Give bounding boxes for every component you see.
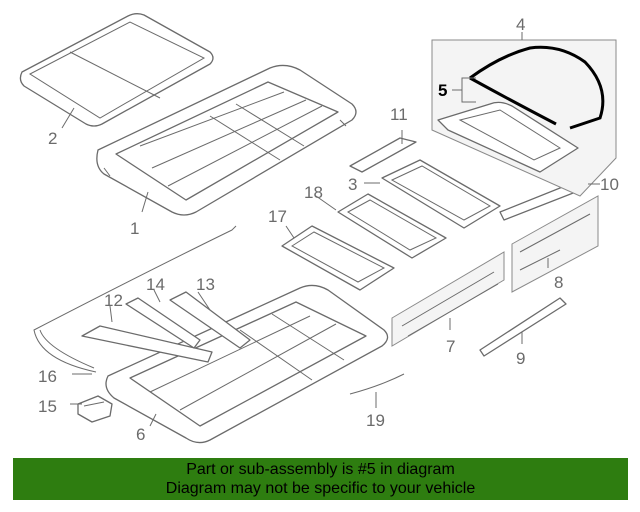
- callout-13: 13: [196, 275, 215, 294]
- callout-14: 14: [146, 275, 165, 294]
- leader-lines: [61, 32, 600, 427]
- callout-4: 4: [516, 15, 525, 34]
- sunroof-parts-diagram: 2 1 4 5 11 3 10 18 17 14 13 12 8 7 9 16 …: [19, 13, 619, 444]
- part-12-rail: [81, 325, 213, 363]
- part-19-trim: [349, 373, 405, 395]
- part-16-drain-tube: [33, 225, 237, 373]
- part-3-glass-seal: [381, 159, 501, 229]
- part-18-shade-panel: [337, 193, 447, 259]
- part-4-assembly-panel: [431, 39, 617, 197]
- banner-line-2: Diagram may not be specific to your vehi…: [165, 480, 476, 497]
- callout-12: 12: [104, 291, 123, 310]
- callout-7: 7: [446, 337, 455, 356]
- callout-5: 5: [438, 81, 447, 100]
- part-8-panel: [511, 195, 599, 293]
- callout-19: 19: [366, 411, 385, 430]
- callout-15: 15: [38, 397, 57, 416]
- part-17-shade-panel: [281, 225, 395, 291]
- part-15-motor: [77, 395, 113, 423]
- callout-17: 17: [268, 207, 287, 226]
- part-5-seal: [469, 45, 605, 130]
- callout-10: 10: [600, 175, 619, 194]
- banner-line-1: Part or sub-assembly is #5 in diagram: [186, 461, 455, 478]
- callout-6: 6: [136, 425, 145, 444]
- callout-1: 1: [130, 219, 139, 238]
- callout-11: 11: [390, 105, 408, 124]
- callout-3: 3: [348, 175, 357, 194]
- info-banner: Part or sub-assembly is #5 in diagram Di…: [13, 458, 628, 500]
- part-7-panel: [391, 251, 505, 347]
- part-13-rail: [169, 291, 251, 349]
- callout-9: 9: [516, 349, 525, 368]
- part-6-lower-frame: [105, 284, 389, 444]
- part-14-rail: [125, 297, 201, 349]
- part-9-trim: [479, 297, 567, 357]
- part-2-glass-panel: [19, 13, 214, 127]
- callout-18: 18: [304, 183, 323, 202]
- callout-2: 2: [48, 129, 57, 148]
- callout-8: 8: [554, 273, 563, 292]
- part-11-deflector: [349, 137, 417, 173]
- callout-16: 16: [38, 367, 57, 386]
- part-1-sunroof-frame: [96, 64, 357, 216]
